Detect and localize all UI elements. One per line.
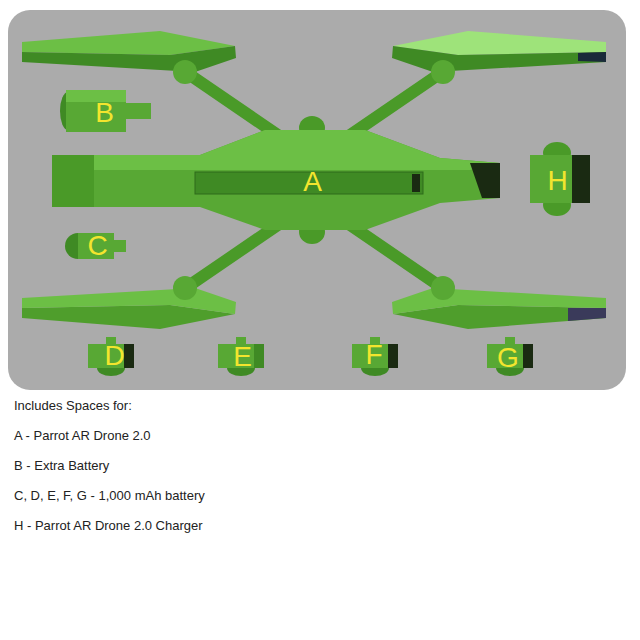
drone-body <box>52 116 500 244</box>
rotor-arm <box>22 31 288 142</box>
space-letter: E <box>229 339 256 375</box>
space-letter: H <box>543 163 572 199</box>
space-letter-text: F <box>365 341 382 369</box>
space-letter: A <box>299 164 326 200</box>
space-letter: B <box>91 95 118 131</box>
battery-slot <box>65 233 126 259</box>
list-text: B - Extra Battery <box>14 458 109 473</box>
foam-tray <box>8 10 626 390</box>
list-text: H - Parrot AR Drone 2.0 Charger <box>14 518 203 533</box>
rotor-arm <box>22 218 288 329</box>
space-letter: G <box>493 340 523 376</box>
battery-slot <box>88 337 134 376</box>
space-letter: D <box>100 338 129 374</box>
rotor-arm <box>340 31 606 142</box>
charger-slot <box>530 142 590 216</box>
space-letter-text: H <box>547 167 567 195</box>
space-letter-text: G <box>497 344 519 372</box>
space-letter-text: A <box>303 168 322 196</box>
list-text: Includes Spaces for: <box>14 398 132 413</box>
list-text: A - Parrot AR Drone 2.0 <box>14 428 151 443</box>
battery-slot <box>487 337 533 376</box>
space-letter: C <box>83 228 112 264</box>
battery-slot <box>352 337 398 376</box>
rotor-arm <box>340 218 606 329</box>
battery-slot <box>218 337 264 376</box>
list-text: C, D, E, F, G - 1,000 mAh battery <box>14 488 205 503</box>
space-letter-text: D <box>104 342 124 370</box>
space-letter: F <box>361 337 387 373</box>
battery-slot <box>60 90 151 132</box>
space-letter-text: E <box>233 343 252 371</box>
space-letter-text: C <box>87 232 107 260</box>
space-letter-text: B <box>95 99 114 127</box>
